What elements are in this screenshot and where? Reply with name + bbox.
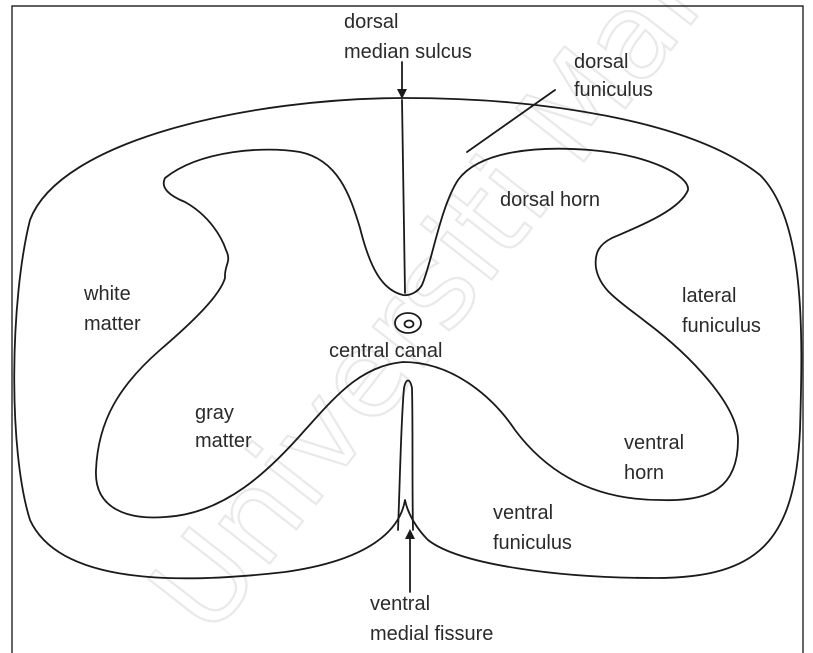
label-ventral-horn: ventral horn (624, 432, 690, 484)
label-lateral-funiculus: lateral funiculus (682, 285, 761, 337)
label-white-matter: white matter (83, 283, 141, 335)
label-ventral-medial-fissure: ventral medial fissure (370, 593, 493, 645)
label-ventral-funiculus: ventral funiculus (493, 502, 572, 554)
label-dorsal-horn: dorsal horn (500, 189, 600, 211)
label-dorsal-median-sulcus: dorsal median sulcus (344, 11, 472, 63)
label-central-canal: central canal (329, 340, 442, 362)
